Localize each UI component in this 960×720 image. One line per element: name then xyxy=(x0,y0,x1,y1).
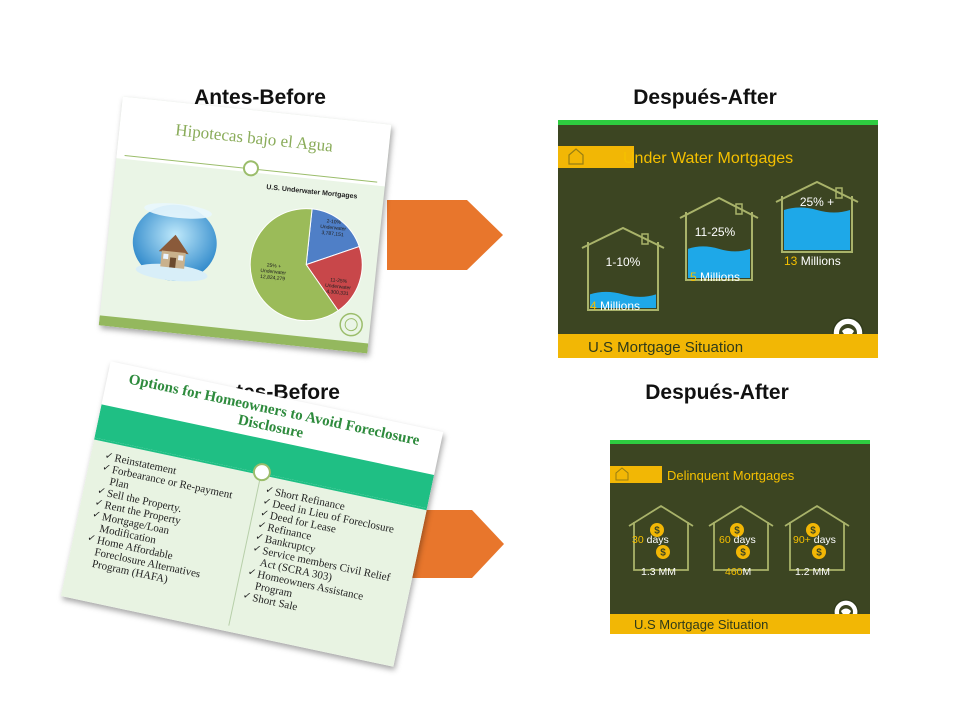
house-1-range: 1-10% xyxy=(605,255,641,269)
dollar-icon xyxy=(736,545,750,559)
after-slide-title: Delinquent Mortgages xyxy=(667,468,795,483)
dollar-icon xyxy=(730,523,744,537)
globe-seal-icon xyxy=(339,312,363,337)
after-slide-underwater: Under Water Mortgages 1-10% 11-25% 25% +… xyxy=(558,120,878,358)
fishbowl-house-icon xyxy=(132,203,217,282)
house-water-2 xyxy=(688,246,750,278)
house-3-range: 25% + xyxy=(799,195,835,209)
house-outline-2 xyxy=(708,504,774,571)
house-chimney-3 xyxy=(835,187,843,199)
dollar-glyph: $ xyxy=(810,526,816,537)
house-chimney-2 xyxy=(735,203,743,215)
before-slide-underwater: Hipotecas bajo el Agua U.S. Underwater M… xyxy=(98,96,392,354)
before-slide-options: Options for Homeowners to Avoid Foreclos… xyxy=(60,361,444,667)
heading-after-2: Después-After xyxy=(645,381,789,404)
dollar-icon xyxy=(812,545,826,559)
heading-after-1: Después-After xyxy=(633,86,777,109)
dollar-glyph: $ xyxy=(660,548,666,559)
house-outline-1 xyxy=(581,226,665,311)
after-slide-title: Under Water Mortgages xyxy=(623,150,794,167)
house-2-range: 11-25% xyxy=(694,225,736,239)
after-slide-footer: U.S Mortgage Situation xyxy=(588,339,744,356)
pie-slice-2 xyxy=(249,208,339,322)
house-water-graphics xyxy=(581,180,859,311)
after-slide-delinquent: Delinquent Mortgages $$$$$$ 30 days 60 d… xyxy=(610,440,870,634)
delinquent-house-graphics: $$$$$$ xyxy=(628,504,850,571)
dollar-glyph: $ xyxy=(734,526,740,537)
house-2-amount: 460M xyxy=(725,566,752,578)
ring-ornament-icon xyxy=(242,159,260,178)
dollar-icon xyxy=(650,523,664,537)
house-2-count: 5 Millions xyxy=(690,270,741,284)
after-slide-footer: U.S Mortgage Situation xyxy=(634,617,769,632)
house-water-1 xyxy=(590,291,656,308)
arrow-right-icon xyxy=(412,510,504,578)
dollar-glyph: $ xyxy=(654,526,660,537)
house-1-amount: 1.3 MM xyxy=(641,566,677,578)
house-outline-2 xyxy=(679,196,759,281)
house-3-count: 13 Millions xyxy=(784,254,841,268)
underwater-pie-chart xyxy=(249,208,363,322)
house-2-days: 60 days xyxy=(719,534,756,546)
house-outline-icon xyxy=(615,467,629,481)
heading-before-1: Antes-Before xyxy=(194,86,326,109)
house-1-days: 30 days xyxy=(632,534,669,546)
house-3-days: 90+ days xyxy=(793,534,836,546)
house-outline-1 xyxy=(628,504,694,571)
dollar-glyph: $ xyxy=(816,548,822,559)
dollar-glyph: $ xyxy=(740,548,746,559)
house-chimney-1 xyxy=(641,233,649,245)
arrow-right-icon xyxy=(387,200,503,270)
house-outline-3 xyxy=(775,180,859,253)
pie-slice-1 xyxy=(305,245,363,312)
house-1-count: 4 Millions xyxy=(590,299,641,313)
house-outline-icon xyxy=(568,148,584,165)
house-3-amount: 1.2 MM xyxy=(795,566,831,578)
dollar-icon xyxy=(656,545,670,559)
house-water-3 xyxy=(784,207,850,250)
house-outline-3 xyxy=(784,504,850,571)
dollar-icon xyxy=(806,523,820,537)
